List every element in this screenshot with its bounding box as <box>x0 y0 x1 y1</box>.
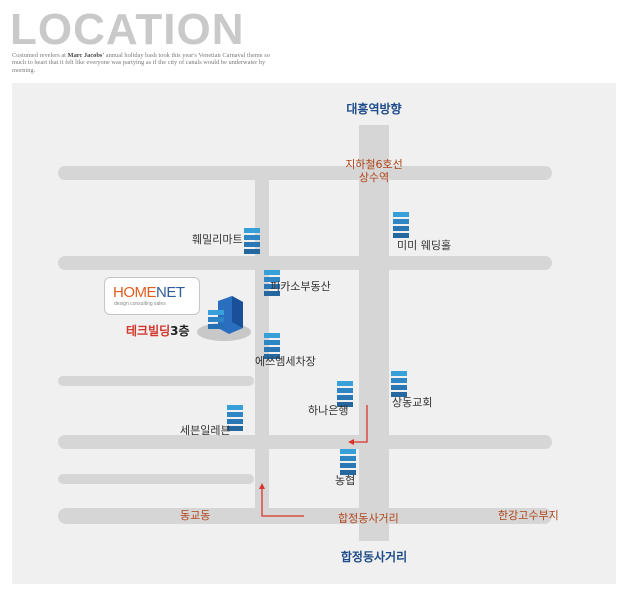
route-arrow-right <box>352 405 368 443</box>
seven-eleven-label: 세븐일레븐 <box>180 424 231 437</box>
caption-post: annual holiday bash took this year's Ven… <box>12 52 270 74</box>
hana-bank-building-icon <box>336 379 354 409</box>
mimi-wedding-label: 미미 웨딩홀 <box>397 239 452 252</box>
road-second <box>58 256 552 270</box>
road-fifth <box>58 474 254 484</box>
sangdong-church-building-icon <box>390 369 408 399</box>
subway-line-label: 지하철6호선 <box>345 158 403 171</box>
company-logo-box: HOMENET design consulting sales <box>104 277 200 315</box>
family-mart-label: 훼밀리마트 <box>192 233 243 246</box>
sm-car-wash-building-icon <box>263 331 281 361</box>
caption-pre: Costumed revelers at <box>12 52 68 59</box>
subway-station-label: 상수역 <box>358 171 390 184</box>
direction-top-label: 대흥역방향 <box>346 102 402 116</box>
page-title: LOCATION <box>10 5 245 54</box>
company-logo-net: NET <box>156 284 185 301</box>
seven-eleven-building-icon <box>226 403 244 433</box>
route-arrowhead-left <box>259 483 265 489</box>
route-arrows <box>259 405 368 517</box>
street-donggyo-label: 동교동 <box>180 509 211 522</box>
hana-bank-label: 하나은행 <box>308 404 349 417</box>
road-top <box>58 166 552 180</box>
company-logo-home: HOME <box>113 284 157 301</box>
header-caption: Costumed revelers at Marc Jacobs' annual… <box>12 52 282 74</box>
street-hangang-label: 한강고수부지 <box>498 509 559 522</box>
route-arrowhead-right <box>348 439 354 445</box>
road-vertical-main <box>359 125 389 541</box>
company-logo-tagline: design consulting sales <box>114 301 166 307</box>
street-hapjeong-label: 합정동사거리 <box>338 512 399 525</box>
company-logo: HOMENET <box>113 285 185 300</box>
company-floor: 3층 <box>170 324 190 338</box>
road-vertical-left <box>255 179 269 511</box>
location-map: 대흥역방향 합정동사거리 지하철6호선 상수역 동교동 합정동사거리 한강고수부… <box>12 83 616 584</box>
route-arrow-left <box>261 488 304 517</box>
road-fourth <box>58 435 552 449</box>
road-bottom <box>58 508 552 524</box>
company-building-icon <box>197 296 251 341</box>
company-location-label: 테크빌딩3층 <box>126 325 190 338</box>
company-location-name: 테크빌딩 <box>126 324 171 338</box>
sm-car-wash-label: 에쓰엠세차장 <box>255 355 316 368</box>
nonghyup-label: 농협 <box>335 474 356 487</box>
direction-bottom-label: 합정동사거리 <box>340 550 408 564</box>
caption-bold: Marc Jacobs' <box>67 52 105 59</box>
mimi-wedding-building-icon <box>392 210 410 240</box>
sangdong-church-label: 상동교회 <box>392 396 433 409</box>
picasso-realty-label: 피카소부동산 <box>270 280 331 293</box>
picasso-realty-building-icon <box>263 268 281 298</box>
family-mart-building-icon <box>243 226 261 256</box>
nonghyup-building-icon <box>339 447 357 477</box>
road-third <box>58 376 254 386</box>
